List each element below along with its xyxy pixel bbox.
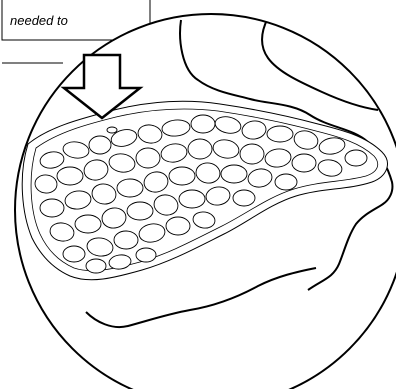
- caption-text: needed to: [10, 13, 68, 28]
- cell: [107, 127, 117, 133]
- cell: [89, 136, 111, 154]
- cell: [166, 217, 190, 235]
- cell: [191, 115, 215, 133]
- cell: [275, 174, 297, 190]
- cell: [240, 144, 264, 164]
- cell: [233, 190, 255, 206]
- cell: [345, 150, 367, 166]
- cell: [136, 148, 160, 168]
- cell: [267, 126, 293, 142]
- cell: [63, 246, 85, 262]
- cell: [40, 199, 64, 217]
- cell: [136, 248, 156, 262]
- cell: [127, 202, 153, 220]
- cell: [57, 167, 83, 185]
- cell: [188, 139, 212, 159]
- cell: [117, 179, 143, 197]
- cell: [292, 154, 316, 172]
- cell: [179, 190, 205, 208]
- cell: [221, 165, 247, 183]
- cell: [169, 167, 195, 185]
- magnified-view: [15, 14, 396, 389]
- cell: [86, 259, 106, 273]
- cell: [75, 215, 101, 233]
- cell: [114, 231, 138, 249]
